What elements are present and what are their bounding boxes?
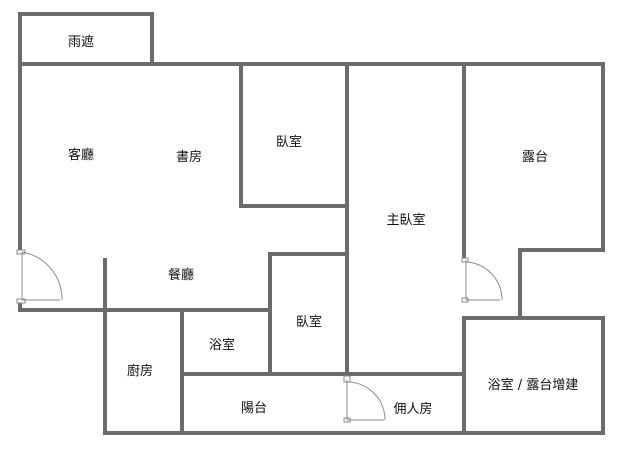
room-label-bath-terrace-addition: 浴室 / 露台增建 [488, 377, 579, 393]
wall-segment [601, 62, 605, 252]
wall-segment [18, 308, 272, 312]
wall-segment [180, 372, 348, 376]
wall-segment [462, 318, 466, 435]
terrace-door [461, 257, 503, 303]
wall-segment [268, 252, 272, 376]
room-labels: 雨遮 客廳 書房 臥室 主臥室 露台 餐廳 臥室 浴室 廚房 陽台 佣人房 浴室… [68, 34, 578, 417]
wall-segment [239, 204, 349, 208]
wall-segment [601, 316, 605, 433]
room-label-master-bedroom: 主臥室 [386, 212, 425, 228]
room-label-bathroom: 浴室 [209, 337, 235, 353]
walls [18, 12, 605, 435]
wall-segment [18, 300, 22, 312]
maid-room-door [343, 375, 386, 423]
wall-segment [268, 252, 348, 256]
wall-segment [345, 372, 466, 376]
entrance-door [16, 249, 63, 304]
room-label-bedroom-1: 臥室 [276, 134, 302, 150]
room-label-study: 書房 [176, 149, 202, 165]
wall-segment [150, 12, 154, 66]
wall-segment [103, 258, 107, 435]
room-label-living-room: 客廳 [68, 147, 94, 163]
wall-segment [18, 12, 154, 16]
wall-segment [518, 248, 522, 320]
wall-segment [18, 62, 22, 252]
room-label-terrace: 露台 [522, 150, 548, 165]
room-label-dining-room: 餐廳 [168, 267, 194, 283]
wall-segment [518, 248, 605, 252]
room-label-balcony: 陽台 [241, 401, 267, 416]
room-label-rain-shelter: 雨遮 [68, 34, 94, 50]
wall-segment [18, 12, 22, 66]
room-label-bedroom-2: 臥室 [296, 314, 322, 330]
wall-segment [18, 62, 605, 66]
wall-segment [462, 64, 466, 260]
wall-segment [462, 316, 605, 320]
wall-segment [103, 431, 605, 435]
room-label-maid-room: 佣人房 [393, 401, 432, 417]
doors [16, 249, 503, 423]
wall-segment [345, 64, 349, 376]
room-label-kitchen: 廚房 [127, 363, 153, 379]
wall-segment [239, 64, 243, 208]
